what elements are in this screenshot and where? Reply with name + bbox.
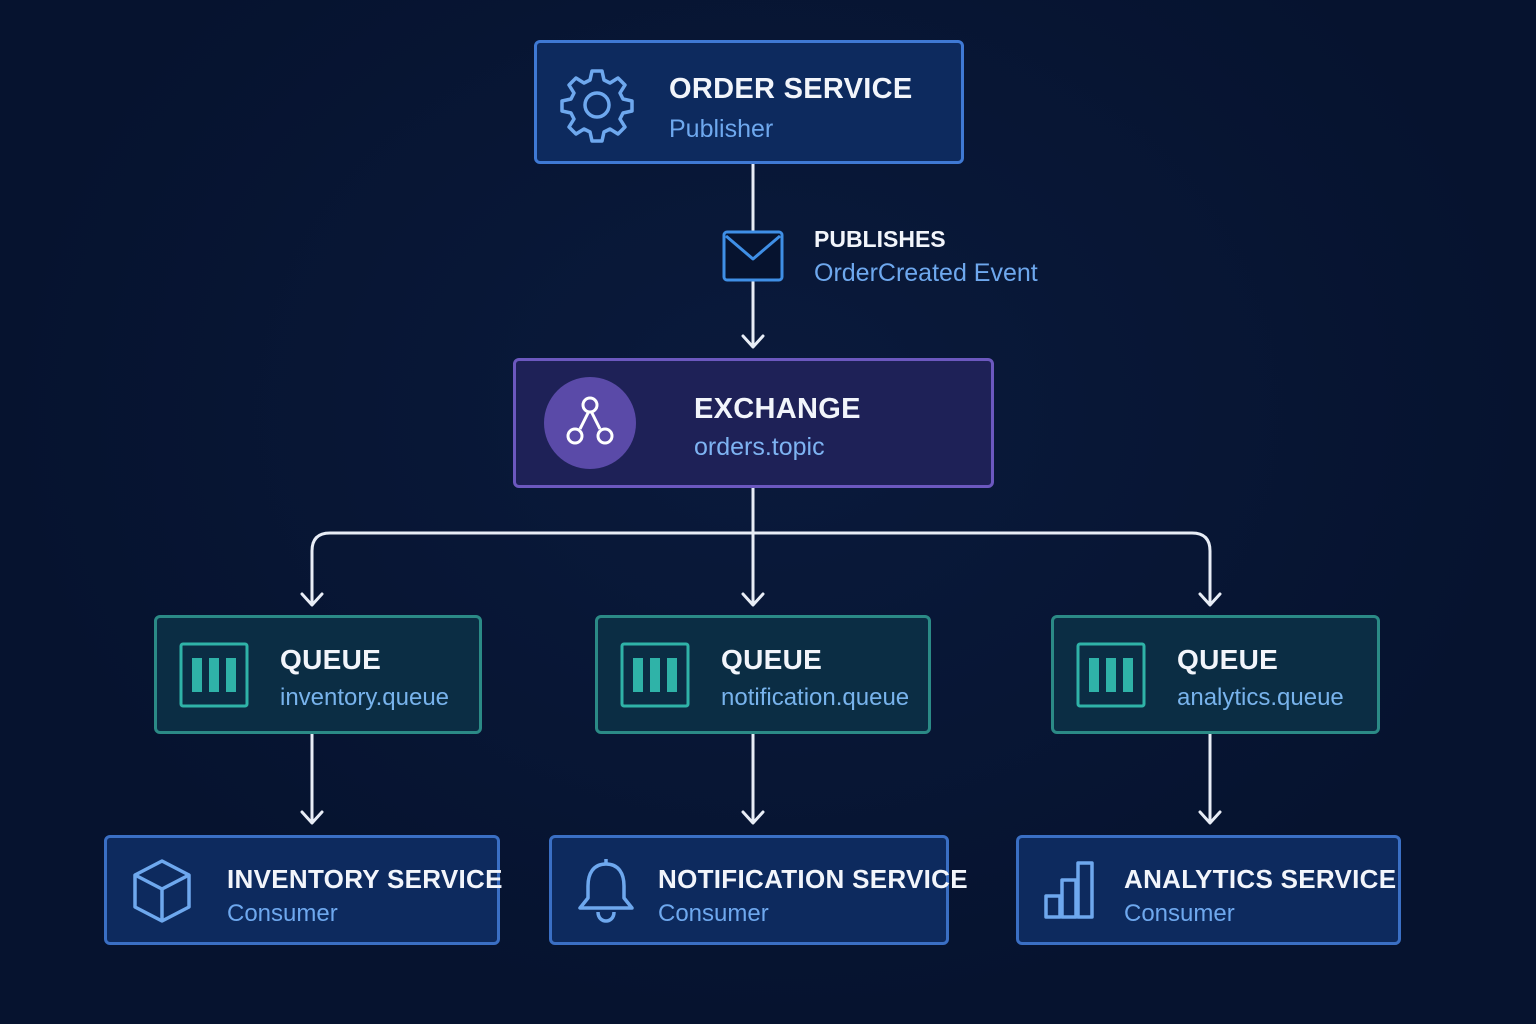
queue-inventory-node: QUEUE inventory.queue (154, 615, 482, 734)
consumer-title: INVENTORY SERVICE (227, 864, 503, 894)
exchange-name: orders.topic (694, 433, 825, 461)
publisher-role: Publisher (669, 115, 774, 143)
cube-icon (133, 859, 191, 923)
publish-edge-label: PUBLISHES OrderCreated Event (814, 226, 1038, 288)
queue-name: notification.queue (721, 684, 910, 711)
queue-bars-icon (620, 642, 690, 708)
consumer-title: NOTIFICATION SERVICE (658, 864, 968, 894)
order-service-node: ORDER SERVICE Publisher (534, 40, 964, 164)
queue-name: inventory.queue (280, 684, 450, 711)
queue-analytics-node: QUEUE analytics.queue (1051, 615, 1380, 734)
queue-notification-node: QUEUE notification.queue (595, 615, 931, 734)
consumer-title: ANALYTICS SERVICE (1124, 864, 1397, 894)
inventory-service-node: INVENTORY SERVICE Consumer (104, 835, 503, 945)
consumer-role: Consumer (1124, 900, 1235, 927)
branch-horizontal-line (310, 531, 1212, 606)
exchange-title: EXCHANGE (694, 393, 861, 425)
notification-service-node: NOTIFICATION SERVICE Consumer (549, 835, 968, 945)
bar-chart-icon (1044, 861, 1094, 919)
publish-label-event: OrderCreated Event (814, 259, 1038, 287)
topic-fanout-icon (544, 377, 636, 469)
arrowhead-consumer-inventory (300, 810, 324, 825)
envelope-icon (722, 230, 784, 282)
queue-title: QUEUE (280, 644, 382, 675)
arrowhead-queue-notification (741, 592, 765, 607)
arrowhead-queue-inventory (300, 592, 324, 607)
queue-title: QUEUE (721, 644, 823, 675)
arrowhead-queue-analytics (1198, 592, 1222, 607)
arrowhead-consumer-analytics (1198, 810, 1222, 825)
arrowhead-consumer-notification (741, 810, 765, 825)
publish-arrowhead (741, 334, 765, 349)
queue-bars-icon (179, 642, 249, 708)
consumer-role: Consumer (227, 900, 338, 927)
publish-label-title: PUBLISHES (814, 226, 946, 252)
queue-name: analytics.queue (1177, 684, 1344, 711)
analytics-service-node: ANALYTICS SERVICE Consumer (1016, 835, 1401, 945)
gear-icon (560, 69, 634, 143)
publisher-title: ORDER SERVICE (669, 73, 913, 105)
consumer-role: Consumer (658, 900, 769, 927)
exchange-node: EXCHANGE orders.topic (513, 358, 994, 488)
queue-title: QUEUE (1177, 644, 1279, 675)
queue-bars-icon (1076, 642, 1146, 708)
bell-icon (578, 859, 634, 923)
